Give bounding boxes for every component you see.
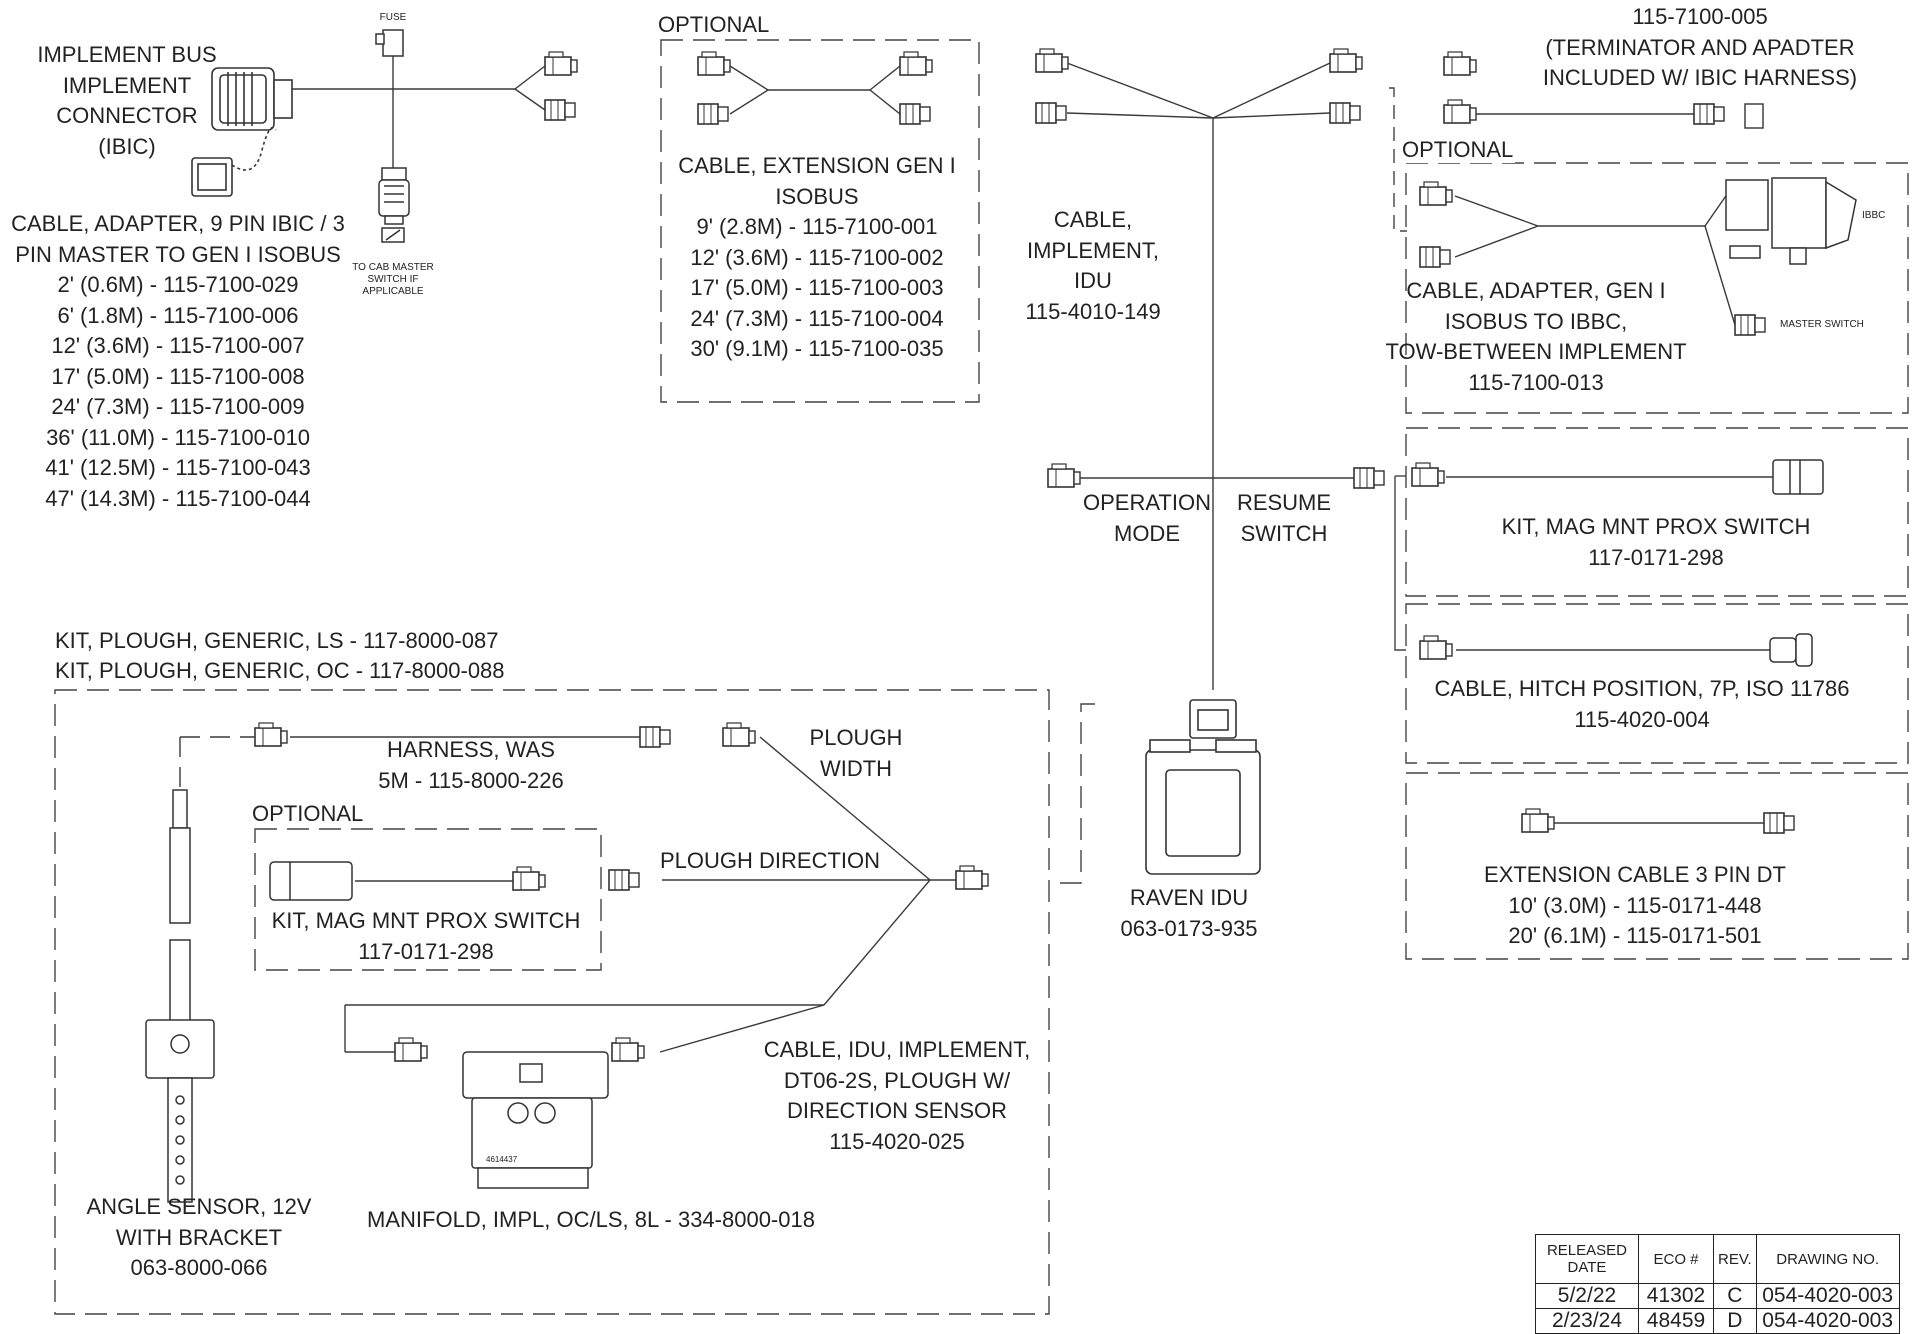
optional-label-1: OPTIONAL (656, 12, 772, 38)
released-date: 2/23/24 (1535, 1308, 1639, 1334)
optional-label-2: OPTIONAL (1400, 137, 1516, 163)
header-released-date: RELEASED DATE (1535, 1234, 1639, 1284)
terminator-plug (1744, 103, 1764, 129)
drawing-number: 054-4020-003 (1755, 1283, 1900, 1309)
implement-idu-cable (1066, 62, 1360, 690)
ibbc-tag: IBBC (1862, 210, 1886, 221)
manifold-part-number: 4614437 (486, 1155, 518, 1164)
box-hitch-position (1405, 603, 1909, 764)
plough-kit-box (54, 689, 1050, 1315)
ibbc-connector (1725, 177, 1857, 265)
header-drawing-no: DRAWING NO. (1755, 1234, 1900, 1284)
drawing-number: 054-4020-003 (1755, 1308, 1900, 1334)
title-block-row: 5/2/22 41302 C 054-4020-003 (1535, 1283, 1900, 1309)
cab-master-switch-connector (378, 167, 410, 243)
header-eco: ECO # (1638, 1234, 1714, 1284)
box-extension-3pin (1405, 772, 1909, 960)
angle-sensor (145, 789, 215, 1203)
title-block-row: 2/23/24 48459 D 054-4020-003 (1535, 1308, 1900, 1334)
title-block: RELEASED DATE ECO # REV. DRAWING NO. 5/2… (1535, 1234, 1900, 1334)
optional-label-3: OPTIONAL (250, 801, 366, 827)
manifold-label: MANIFOLD, IMPL, OC/LS, 8L - 334-8000-018 (367, 1207, 815, 1232)
optional-box-extension (660, 39, 980, 403)
raven-idu-unit (1145, 699, 1261, 875)
revision: D (1713, 1308, 1757, 1334)
hitch-position-connector (1769, 633, 1813, 667)
released-date: 5/2/22 (1535, 1283, 1639, 1309)
eco-number: 41302 (1638, 1283, 1714, 1309)
header-rev: REV. (1713, 1234, 1757, 1284)
cable-idu-implement-label: CABLE, IDU, IMPLEMENT,DT06-2S, PLOUGH W/… (763, 1037, 1031, 1154)
optional-box-prox-2 (254, 828, 602, 971)
prox-switch-sensor-2 (269, 861, 353, 901)
plough-direction-label: PLOUGH DIRECTION (659, 848, 881, 873)
prox-switch-sensor (1772, 459, 1824, 495)
ibic-connector (191, 67, 293, 197)
title-block-header: RELEASED DATE ECO # REV. DRAWING NO. (1535, 1234, 1900, 1284)
box-prox-switch (1405, 427, 1909, 597)
eco-number: 48459 (1638, 1308, 1714, 1334)
master-switch-label: MASTER SWITCH (1780, 319, 1864, 330)
optional-box-ibbc (1405, 162, 1909, 414)
fuse-label: FUSE (379, 12, 407, 23)
manifold (462, 1051, 609, 1189)
fuse-holder (375, 29, 404, 57)
revision: C (1713, 1283, 1757, 1309)
